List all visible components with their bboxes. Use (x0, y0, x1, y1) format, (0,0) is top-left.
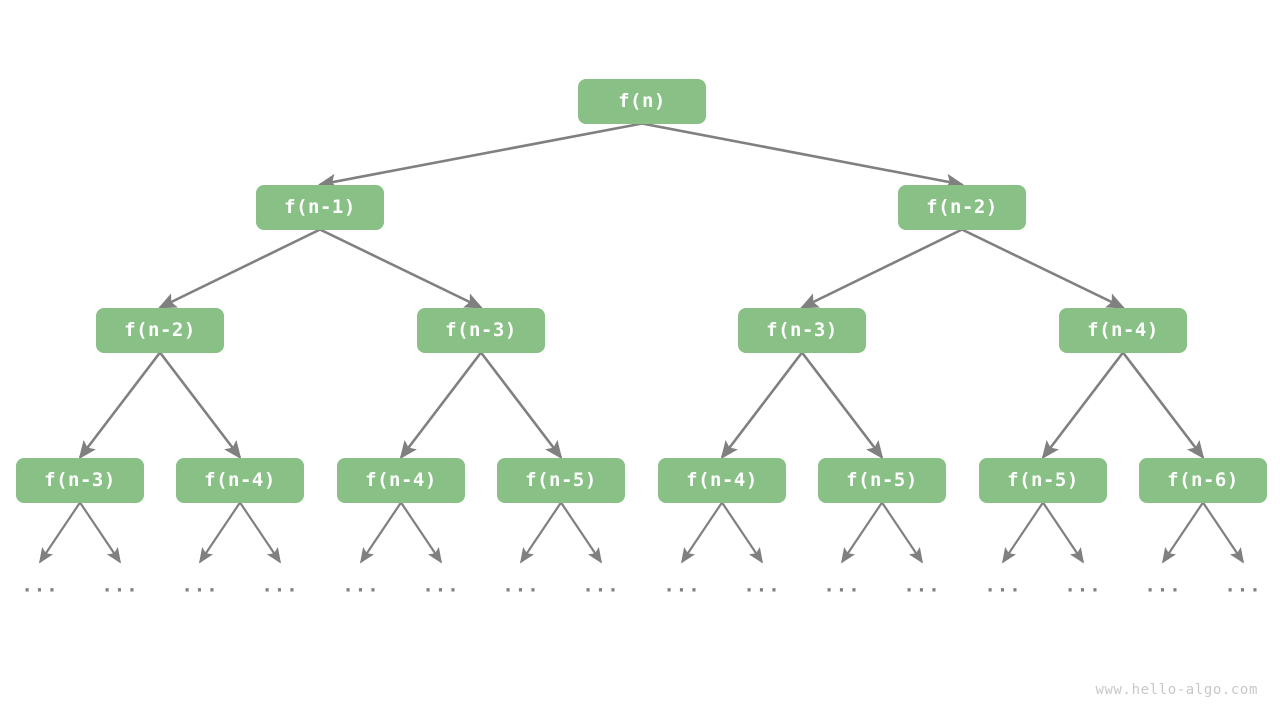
leaf-stub-edge (1162, 501, 1204, 564)
ellipsis-marker: ... (823, 574, 861, 597)
leaf-stub-edge (520, 501, 562, 564)
tree-node: f(n) (578, 78, 706, 124)
leaf-stub-edge (560, 501, 602, 564)
ellipsis-marker: ... (743, 574, 781, 597)
tree-edge (800, 228, 963, 309)
tree-edge (158, 351, 242, 460)
tree-node: f(n-2) (898, 184, 1026, 230)
ellipsis-marker: ... (342, 574, 380, 597)
tree-edge (800, 351, 884, 460)
tree-node-label: f(n-6) (1167, 469, 1239, 491)
tree-node: f(n-3) (16, 457, 144, 503)
tree-edge (961, 228, 1125, 309)
tree-node: f(n-5) (818, 457, 946, 503)
leaf-stub-edge (1042, 501, 1084, 564)
tree-node: f(n-4) (658, 457, 786, 503)
tree-node-label: f(n-3) (766, 319, 838, 341)
tree-edge (319, 228, 483, 309)
ellipsis-marker: ... (21, 574, 59, 597)
tree-node-label: f(n) (618, 90, 666, 112)
tree-edge (641, 122, 965, 190)
leaf-stub-edge (841, 501, 883, 564)
ellipsis-marker: ... (1144, 574, 1182, 597)
ellipsis-marker: ... (422, 574, 460, 597)
leaf-stub-edge (199, 501, 241, 564)
tree-node: f(n-4) (337, 457, 465, 503)
tree-node: f(n-2) (96, 307, 224, 353)
leaf-stub-edge (400, 501, 442, 564)
tree-edge (1121, 351, 1205, 460)
leaf-stub-edge (360, 501, 402, 564)
ellipsis-marker: ... (1224, 574, 1262, 597)
tree-node-label: f(n-5) (525, 469, 597, 491)
tree-edge (399, 351, 483, 460)
tree-node-label: f(n-2) (124, 319, 196, 341)
tree-node-label: f(n-1) (284, 196, 356, 218)
tree-edges (78, 122, 1205, 460)
leaf-stub-edge (1002, 501, 1044, 564)
tree-node: f(n-6) (1139, 457, 1267, 503)
tree-node-label: f(n-5) (1007, 469, 1079, 491)
ellipsis-marker: ... (261, 574, 299, 597)
tree-node-label: f(n-2) (926, 196, 998, 218)
tree-node: f(n-1) (256, 184, 384, 230)
leaf-stub-edge (881, 501, 923, 564)
leaf-stub-edge (681, 501, 723, 564)
watermark: www.hello-algo.com (1095, 682, 1258, 698)
tree-node: f(n-4) (176, 457, 304, 503)
ellipsis-marker: ... (663, 574, 701, 597)
leaf-stub-edge (239, 501, 281, 564)
leaf-stub-edges (39, 501, 1244, 564)
ellipsis-marker: ... (984, 574, 1022, 597)
tree-edge (317, 122, 643, 190)
ellipsis-marker: ... (181, 574, 219, 597)
tree-node: f(n-5) (497, 457, 625, 503)
tree-node-label: f(n-4) (204, 469, 276, 491)
tree-node: f(n-4) (1059, 307, 1187, 353)
tree-edge (78, 351, 162, 460)
tree-node: f(n-3) (417, 307, 545, 353)
ellipsis-marker: ... (903, 574, 941, 597)
tree-node: f(n-5) (979, 457, 1107, 503)
tree-node-label: f(n-5) (846, 469, 918, 491)
tree-edge (158, 228, 321, 309)
leaf-stub-edge (1202, 501, 1244, 564)
tree-node-label: f(n-4) (1087, 319, 1159, 341)
leaf-stub-edge (721, 501, 763, 564)
ellipsis-marker: ... (101, 574, 139, 597)
leaf-stub-edge (79, 501, 121, 564)
leaf-stub-edge (39, 501, 81, 564)
tree-edge (720, 351, 804, 460)
tree-edge (479, 351, 563, 460)
ellipsis-marker: ... (582, 574, 620, 597)
tree-node-label: f(n-4) (365, 469, 437, 491)
ellipsis-marker: ... (1064, 574, 1102, 597)
tree-node-label: f(n-3) (44, 469, 116, 491)
tree-node-label: f(n-3) (445, 319, 517, 341)
tree-edge (1041, 351, 1125, 460)
tree-node: f(n-3) (738, 307, 866, 353)
tree-node-label: f(n-4) (686, 469, 758, 491)
ellipsis-marker: ... (502, 574, 540, 597)
